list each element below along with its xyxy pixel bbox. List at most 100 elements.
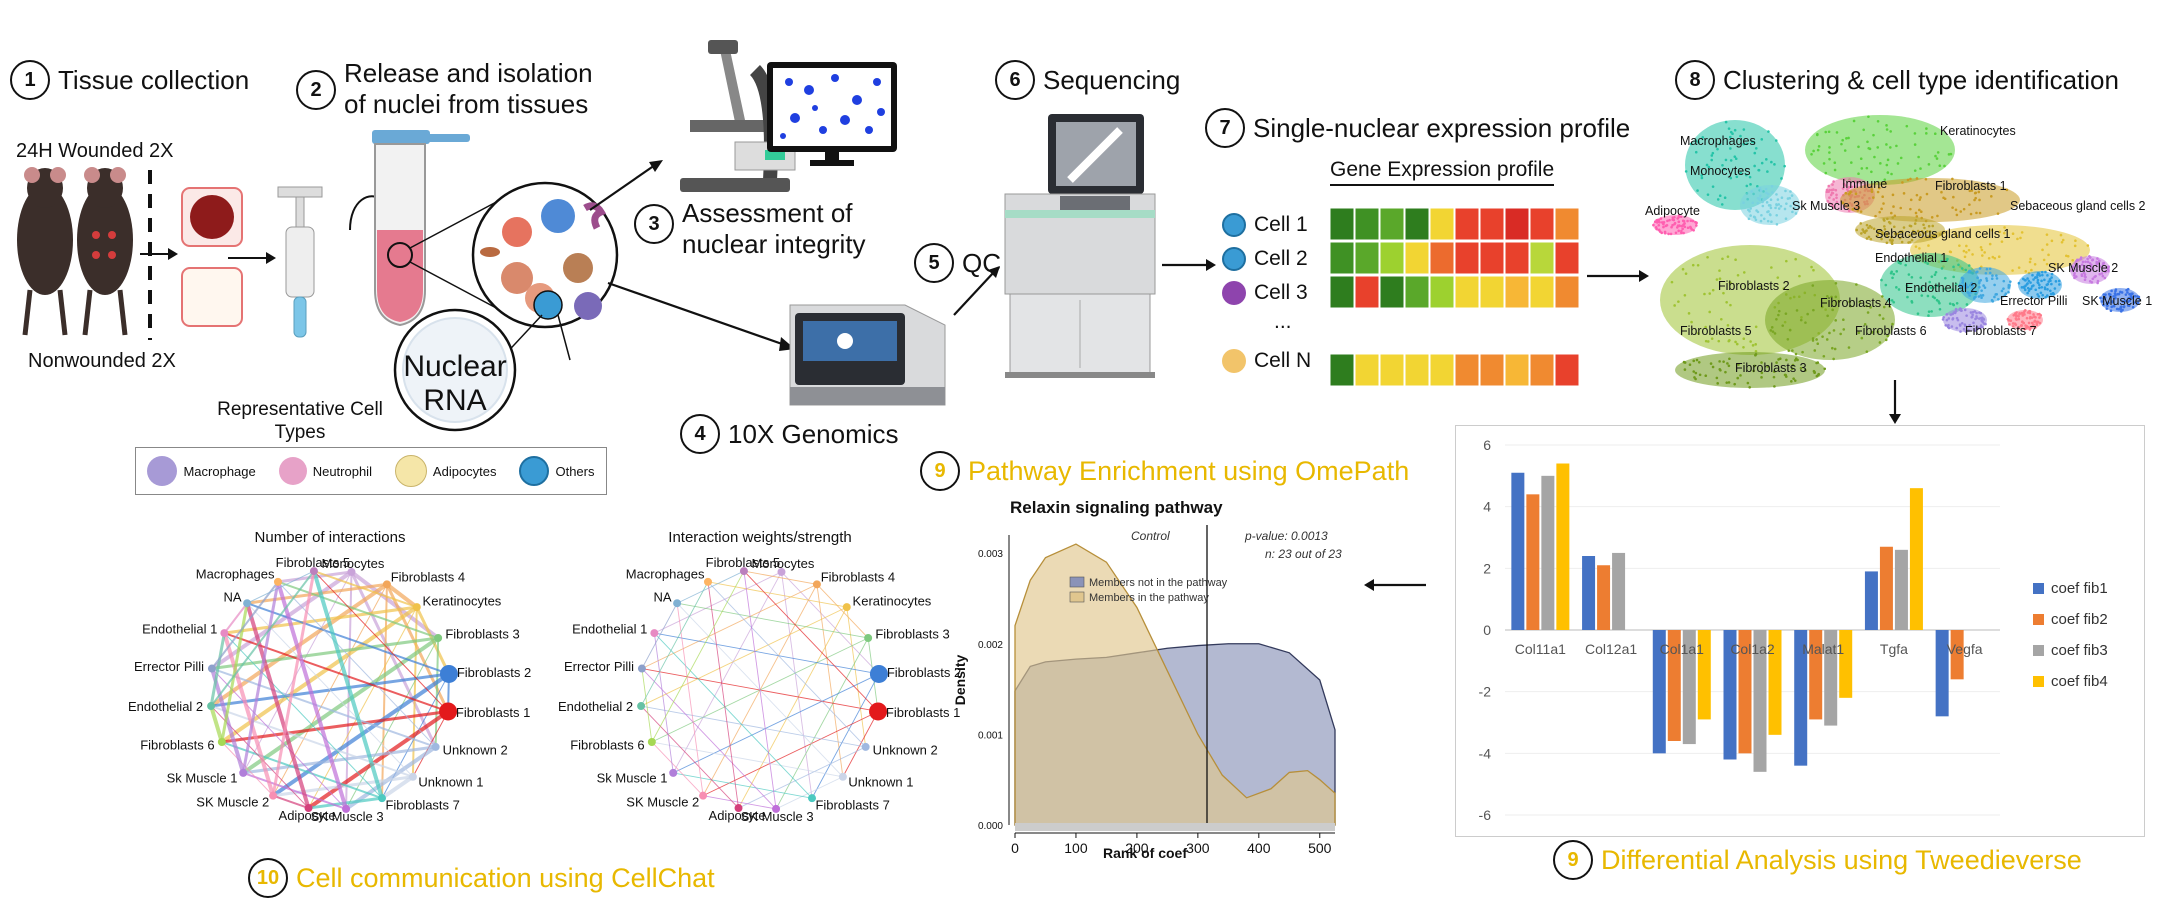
umap-point xyxy=(1848,179,1851,183)
heatmap-cell xyxy=(1429,207,1455,241)
umap-point xyxy=(1669,232,1673,236)
umap-point xyxy=(1831,346,1834,350)
umap-label-2: Monocytes xyxy=(1690,164,1750,178)
umap-point xyxy=(2000,289,2004,293)
cell-types-legend: Macrophage Neutrophil Adipocytes Others xyxy=(135,447,607,495)
umap-point xyxy=(1828,331,1831,335)
umap-label-15: Fibroblasts 4 xyxy=(1820,296,1892,310)
umap-point xyxy=(1811,284,1815,287)
umap-point xyxy=(1847,186,1851,189)
step-9a-title: 9 Pathway Enrichment using OmePath xyxy=(920,451,1409,491)
umap-point xyxy=(1689,142,1693,146)
tube-cap-icon xyxy=(372,130,430,144)
heatmap-cell xyxy=(1354,241,1380,275)
umap-point xyxy=(1806,312,1809,316)
umap-point xyxy=(1924,177,1928,181)
umap-point xyxy=(1716,147,1719,151)
network-edge xyxy=(651,741,843,778)
heatmap-cell xyxy=(1379,207,1405,241)
umap-point xyxy=(1839,332,1842,336)
umap-point xyxy=(1715,376,1719,380)
umap-point xyxy=(1773,385,1776,388)
umap-point xyxy=(1810,152,1813,156)
umap-point xyxy=(1815,374,1819,378)
umap-point xyxy=(1781,324,1785,327)
umap-point xyxy=(1987,256,1991,260)
network-edge xyxy=(654,632,813,799)
umap-point xyxy=(1891,216,1895,219)
umap-point xyxy=(1824,171,1828,175)
umap-point xyxy=(1829,193,1833,197)
umap-point xyxy=(2046,288,2049,291)
umap-point xyxy=(1973,198,1976,202)
umap-point xyxy=(1827,130,1831,134)
umap-point xyxy=(1691,219,1695,223)
network-edge xyxy=(242,571,352,774)
umap-point xyxy=(2022,285,2026,289)
umap-point xyxy=(1816,361,1820,364)
umap-point xyxy=(2081,268,2085,272)
bar-Malat1-coef fib1 xyxy=(1794,630,1808,766)
homogenizer-icon xyxy=(277,186,323,338)
umap-point xyxy=(1704,374,1708,377)
umap-point xyxy=(1785,259,1788,263)
umap-point xyxy=(1937,300,1940,303)
heatmap-cell xyxy=(1354,275,1380,309)
umap-point xyxy=(2047,253,2050,257)
umap-point xyxy=(2091,258,2095,261)
umap-point xyxy=(1995,274,1998,277)
network-label-2: Keratinocytes xyxy=(423,594,502,609)
heatmap-cell xyxy=(1479,353,1505,387)
umap-point xyxy=(1954,232,1957,235)
network-edge xyxy=(313,570,418,609)
umap-point xyxy=(1899,230,1902,233)
umap-point xyxy=(1991,255,1995,259)
density-xtick: 400 xyxy=(1247,840,1271,856)
umap-point xyxy=(2120,305,2123,308)
umap-point xyxy=(1775,203,1779,207)
umap-point xyxy=(1930,275,1934,278)
umap-point xyxy=(1766,196,1769,199)
network-edge xyxy=(846,607,867,747)
others-cell-icon xyxy=(519,456,550,486)
umap-point xyxy=(1701,136,1705,139)
umap-point xyxy=(1832,206,1836,210)
umap-point xyxy=(1742,271,1746,274)
umap-point xyxy=(2034,288,2038,292)
heatmap-cell xyxy=(1554,353,1580,387)
heatmap-cell xyxy=(1429,353,1455,387)
umap-point xyxy=(1931,224,1935,228)
arrow-to-microscope xyxy=(589,160,663,211)
umap-point xyxy=(1751,201,1755,205)
umap-point xyxy=(1677,214,1681,217)
umap-point xyxy=(2102,261,2105,265)
umap-point xyxy=(1791,363,1795,367)
umap-point xyxy=(2047,280,2050,283)
network-edge xyxy=(271,570,316,796)
density-xtick: 500 xyxy=(1308,840,1332,856)
umap-point xyxy=(1766,210,1769,214)
network-node-10 xyxy=(734,804,743,813)
umap-point xyxy=(1733,128,1737,132)
umap-point xyxy=(2025,316,2029,320)
umap-point xyxy=(2081,260,2085,264)
network-node-12 xyxy=(669,768,678,777)
umap-point xyxy=(1754,350,1758,353)
umap-point xyxy=(1828,201,1831,205)
umap-point xyxy=(1697,332,1700,335)
umap-point xyxy=(1880,207,1883,211)
cell-2-icon xyxy=(1222,247,1246,271)
umap-point xyxy=(1955,301,1959,305)
umap-point xyxy=(1938,164,1942,168)
umap-point xyxy=(1990,277,1994,281)
umap-point xyxy=(1886,334,1889,338)
umap-point xyxy=(1979,294,1983,297)
umap-point xyxy=(1916,312,1920,315)
umap-point xyxy=(1666,219,1669,223)
network-label-13: Fibroblasts 6 xyxy=(140,737,214,752)
umap-point xyxy=(1785,202,1788,205)
barchart-legend-swatch xyxy=(2033,614,2044,625)
network-edge xyxy=(702,711,879,797)
umap-point xyxy=(1980,289,1983,292)
umap-point xyxy=(2108,294,2112,297)
